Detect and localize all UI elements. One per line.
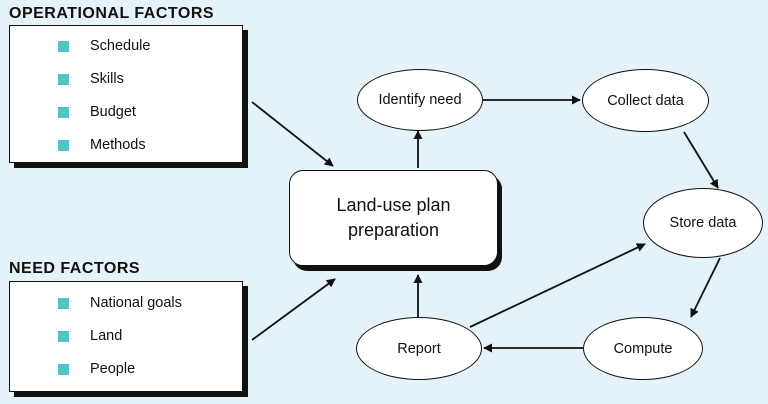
arrow-store-to-compute <box>690 257 721 318</box>
center-title-line-2: preparation <box>347 220 440 240</box>
factor-label: National goals <box>90 295 182 311</box>
operational-factors-heading: OPERATIONAL FACTORS <box>9 5 215 22</box>
square-bullet-icon <box>58 40 69 52</box>
node-label: Collect data <box>607 92 684 109</box>
list-item: Budget <box>58 102 136 122</box>
arrow-collect-to-store <box>683 131 719 189</box>
node-label: Report <box>397 340 441 357</box>
arrow-need-to-plan <box>251 278 336 341</box>
list-item: National goals <box>58 293 182 313</box>
list-item: Schedule <box>58 36 150 56</box>
need-factors-box: National goals Land People <box>9 281 243 392</box>
compute-node: Compute <box>583 317 703 380</box>
node-label: Compute <box>613 340 673 357</box>
factor-label: Skills <box>90 71 124 87</box>
store-data-node: Store data <box>643 188 763 258</box>
list-item: Land <box>58 326 122 346</box>
factor-label: People <box>90 361 136 377</box>
node-label: Store data <box>669 215 737 231</box>
identify-need-node: Identify need <box>357 69 483 131</box>
square-bullet-icon <box>58 297 69 309</box>
land-use-plan-box: Land-use plan preparation <box>289 170 498 266</box>
square-bullet-icon <box>58 139 69 151</box>
factor-label: Budget <box>90 104 136 120</box>
factor-label: Schedule <box>90 38 151 54</box>
node-label: Identify need <box>378 92 462 108</box>
report-node: Report <box>356 317 482 380</box>
square-bullet-icon <box>58 363 69 375</box>
factor-label: Methods <box>90 137 146 153</box>
list-item: Methods <box>58 135 146 155</box>
operational-factors-box: Schedule Skills Budget Methods <box>9 25 243 163</box>
square-bullet-icon <box>58 330 69 342</box>
list-item: Skills <box>58 69 124 89</box>
square-bullet-icon <box>58 106 69 118</box>
arrow-operational-to-plan <box>251 101 334 167</box>
arrow-report-to-store <box>469 243 646 328</box>
need-factors-heading: NEED FACTORS <box>9 260 141 277</box>
square-bullet-icon <box>58 73 69 85</box>
factor-label: Land <box>90 328 123 344</box>
list-item: People <box>58 359 135 379</box>
collect-data-node: Collect data <box>582 69 709 132</box>
center-title-line-1: Land-use plan <box>336 195 451 215</box>
